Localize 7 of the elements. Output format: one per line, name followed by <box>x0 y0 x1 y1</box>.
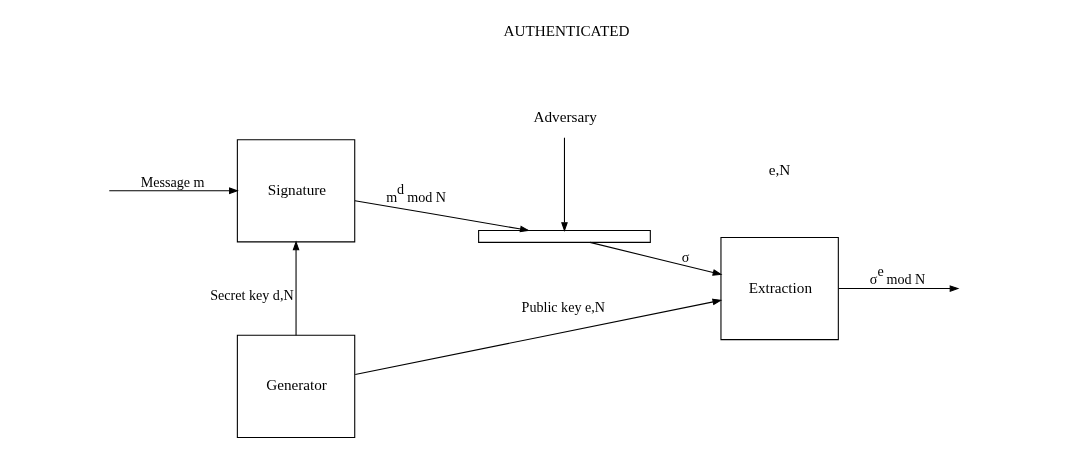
edge-label: σ <box>681 248 689 265</box>
edge-label: Secret key d,N <box>209 286 294 303</box>
label: e,N <box>768 161 790 179</box>
edge-label: Public key e,N <box>521 298 605 315</box>
label: AUTHENTICATED <box>503 22 629 40</box>
node-text: Adversary <box>533 107 597 125</box>
edge-label: Message m <box>140 173 205 190</box>
